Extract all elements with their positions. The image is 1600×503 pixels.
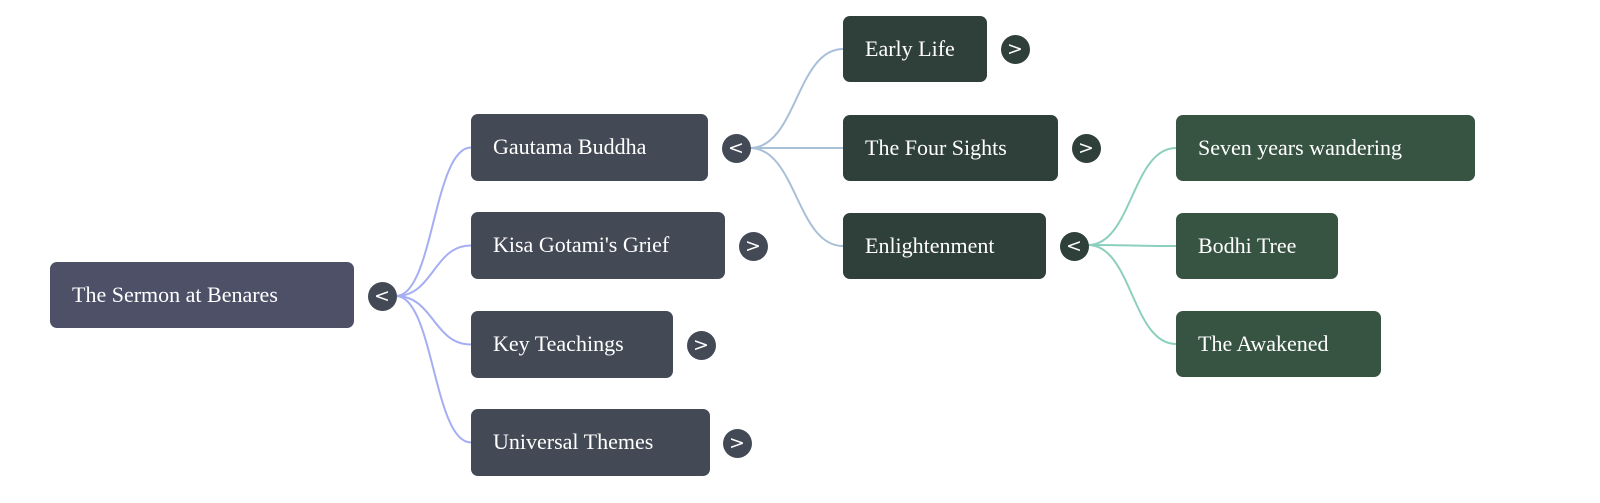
toggle-level1-3[interactable]: >	[722, 428, 752, 458]
node-level2-0[interactable]: Early Life	[843, 16, 987, 82]
edge	[395, 295, 472, 346]
root-node[interactable]: The Sermon at Benares	[50, 262, 354, 328]
node-level3-1[interactable]: Bodhi Tree	[1176, 213, 1338, 279]
edge	[1087, 147, 1177, 246]
toggle-level1-1[interactable]: >	[738, 231, 768, 261]
node-level1-0[interactable]: Gautama Buddha	[471, 114, 708, 181]
node-level1-3[interactable]: Universal Themes	[471, 409, 710, 476]
edge	[395, 146, 472, 297]
toggle-level1-0[interactable]: <	[721, 133, 751, 163]
edge	[749, 48, 844, 149]
node-level2-2[interactable]: Enlightenment	[843, 213, 1046, 279]
edge	[395, 295, 472, 444]
node-level2-1[interactable]: The Four Sights	[843, 115, 1058, 181]
toggle-level1-2[interactable]: >	[686, 330, 716, 360]
node-level1-2[interactable]: Key Teachings	[471, 311, 673, 378]
node-level3-0[interactable]: Seven years wandering	[1176, 115, 1475, 181]
edge	[749, 147, 844, 247]
toggle-level2-2[interactable]: <	[1059, 231, 1089, 261]
collapse-toggle-root[interactable]: <	[367, 281, 397, 311]
edge	[395, 244, 472, 297]
edge	[1087, 244, 1177, 247]
edge	[1087, 244, 1177, 345]
node-level3-2[interactable]: The Awakened	[1176, 311, 1381, 377]
toggle-level2-1[interactable]: >	[1071, 133, 1101, 163]
toggle-level2-0[interactable]: >	[1000, 34, 1030, 64]
node-level1-1[interactable]: Kisa Gotami's Grief	[471, 212, 725, 279]
